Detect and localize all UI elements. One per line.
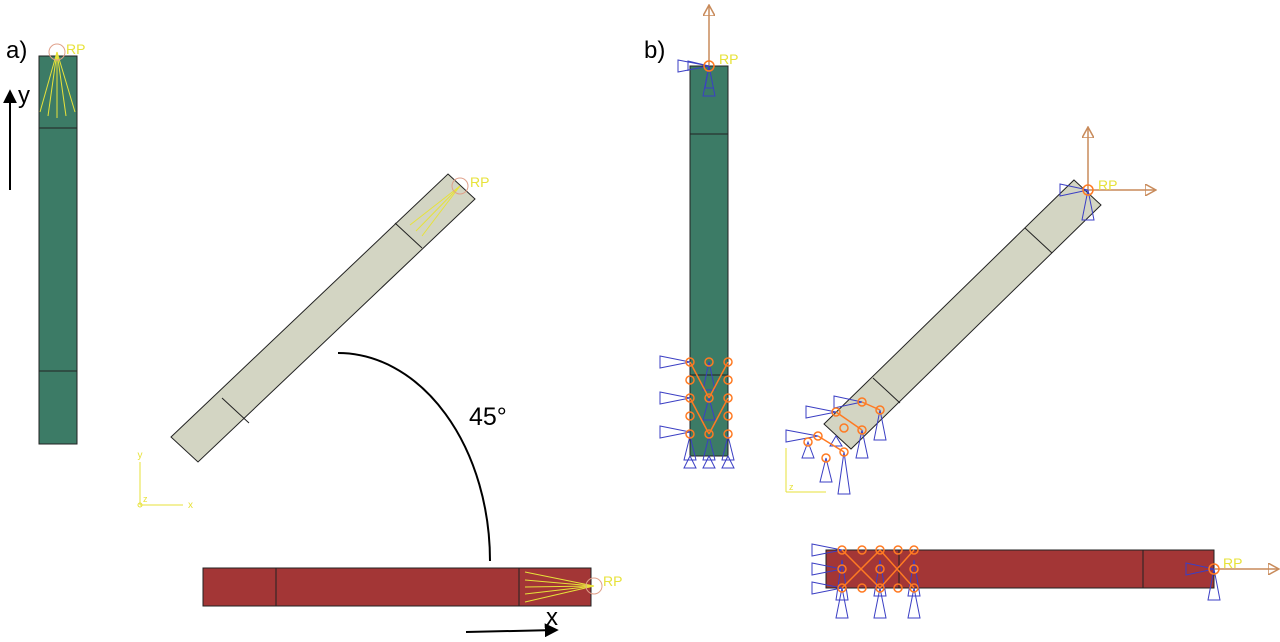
bc-symbols-red-left	[811, 543, 921, 619]
rp-coupling-a-red	[524, 571, 603, 603]
bc-symbols-beige-top	[1059, 183, 1095, 221]
rp-point-b-red	[1208, 563, 1220, 575]
panel-a-label: a)	[6, 37, 27, 64]
rp-point-b-green	[703, 60, 715, 72]
bc-nodes-red-left	[837, 545, 919, 593]
x-axis-label: x	[546, 604, 558, 631]
angle-arc	[337, 352, 491, 562]
panel-b: b) RP	[644, 6, 1278, 619]
angle-label: 45°	[469, 403, 507, 431]
triad-b-z-label: z	[789, 482, 794, 492]
panel-b-label: b)	[644, 37, 665, 64]
bc-symbols-beige-bottom	[785, 395, 887, 495]
rp-label-a-green: RP	[66, 41, 85, 57]
panel-a: a) y RP RP	[2, 37, 622, 638]
triad-a-x-label: x	[188, 500, 193, 511]
rp-label-a-red: RP	[603, 573, 622, 589]
triad-a-y-label: y	[138, 450, 143, 461]
rp-coupling-a-beige	[409, 177, 469, 237]
red-bar-b	[825, 549, 1215, 589]
triad-a-z-label: z	[143, 494, 148, 504]
axis-triad-a	[137, 462, 183, 508]
beige-bar-b	[823, 179, 1102, 450]
axis-triad-b	[785, 448, 826, 493]
bc-nodes-green-bottom	[685, 357, 733, 439]
rp-point-b-beige	[1082, 184, 1094, 196]
green-bar-a	[38, 55, 78, 445]
y-axis-label: y	[18, 82, 30, 109]
rp-label-a-beige: RP	[470, 174, 489, 190]
rp-label-b-beige: RP	[1098, 177, 1117, 193]
bc-symbols-green-top	[677, 59, 716, 97]
rp-coupling-a-green	[39, 43, 76, 118]
x-axis-arrow	[465, 623, 559, 638]
rp-label-b-red: RP	[1223, 555, 1242, 571]
bc-symbols-green-bottom	[659, 355, 735, 469]
bc-nodes-beige-bottom	[803, 397, 885, 463]
rp-label-b-green: RP	[719, 51, 738, 67]
bc-symbols-red-right	[1185, 562, 1221, 601]
